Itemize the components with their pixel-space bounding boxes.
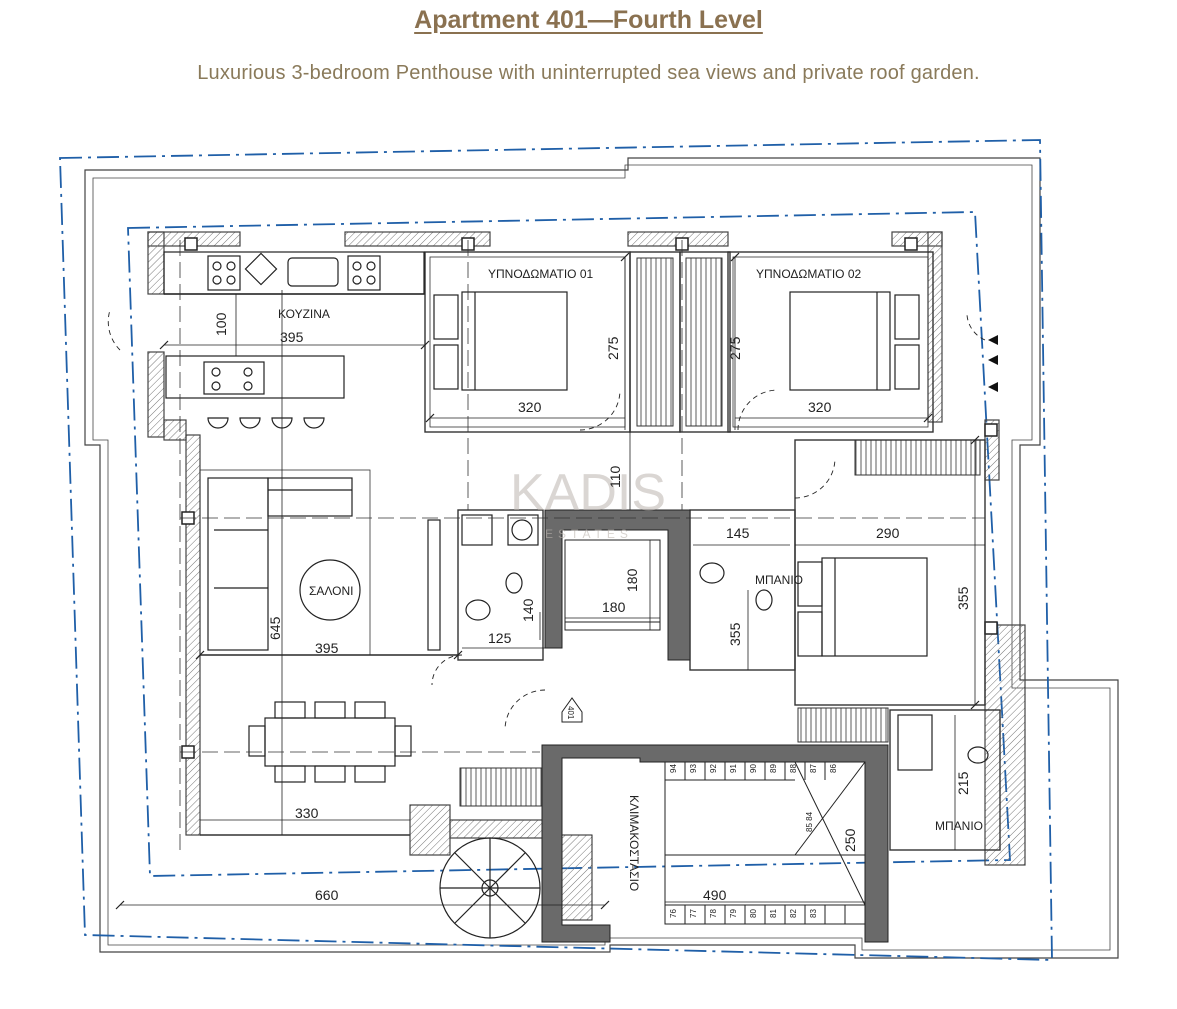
step-label: 92 <box>709 764 718 773</box>
page-subtitle: Luxurious 3-bedroom Penthouse with unint… <box>197 62 980 84</box>
dim-275-bed2: 275 <box>727 336 743 360</box>
step-label: 90 <box>749 764 758 773</box>
step-label: 82 <box>789 909 798 918</box>
room-label-bath-1: ΜΠΑΝΙΟ <box>755 573 803 587</box>
dimension-lines <box>120 257 985 906</box>
dim-110: 110 <box>607 465 623 488</box>
sofa <box>207 477 441 651</box>
dim-100: 100 <box>213 312 229 336</box>
step-label: 87 <box>809 764 818 773</box>
kitchen-counter <box>163 251 425 399</box>
dim-250: 250 <box>842 828 858 852</box>
grid-lines <box>179 240 985 855</box>
step-label: 91 <box>729 764 738 773</box>
page-title: Apartment 401—Fourth Level <box>414 6 763 34</box>
dim-490: 490 <box>703 887 727 903</box>
step-label: 76 <box>669 909 678 918</box>
dim-180-horizontal: 180 <box>602 599 626 615</box>
room-label-bedroom-1: ΥΠΝΟΔΩΜΑΤΙΟ 01 <box>488 267 594 281</box>
entry-arrows <box>988 335 998 392</box>
room-label-kitchen: ΚΟΥΖΙΝΑ <box>278 307 330 321</box>
dim-140: 140 <box>520 598 536 622</box>
dim-320-bed2: 320 <box>808 399 832 415</box>
elevator-core <box>544 509 691 661</box>
dim-330: 330 <box>295 805 319 821</box>
watermark-brand: KADIS <box>510 464 666 522</box>
step-label: 77 <box>689 909 698 918</box>
elevator-tag: 401 <box>561 697 583 723</box>
dim-275-bed1: 275 <box>605 336 621 360</box>
dim-320-bed1: 320 <box>518 399 542 415</box>
watermark-sub: ESTATES <box>545 527 633 541</box>
step-label: 88 <box>789 764 798 773</box>
step-label: 83 <box>809 909 818 918</box>
exterior-walls <box>147 231 1026 866</box>
dim-660: 660 <box>315 887 339 903</box>
dim-290: 290 <box>876 525 900 541</box>
dim-645: 645 <box>267 616 283 640</box>
beds <box>433 291 928 657</box>
dim-355-bed3: 355 <box>955 586 971 610</box>
dim-395-kitchen: 395 <box>280 329 304 345</box>
step-label: 89 <box>769 764 778 773</box>
step-label: 93 <box>689 764 698 773</box>
stair-landing-label: 85 84 <box>805 811 814 832</box>
dimension-ticks <box>115 252 980 910</box>
bar-stools <box>207 417 325 429</box>
dim-215: 215 <box>955 771 971 795</box>
dining-table <box>248 701 412 783</box>
room-label-bedroom-2: ΥΠΝΟΔΩΜΑΤΙΟ 02 <box>756 267 862 281</box>
stair-step-numbers: 94 93 92 91 90 89 88 87 86 76 77 78 79 8… <box>669 764 838 918</box>
terrace-outline <box>84 157 1119 959</box>
room-label-stairs: ΚΛΙΜΑΚΟΣΤΑΣΙΟ <box>627 795 641 891</box>
dim-355-bath: 355 <box>727 622 743 646</box>
dim-125: 125 <box>488 630 512 646</box>
step-label: 78 <box>709 909 718 918</box>
bathroom-fixtures <box>461 514 989 771</box>
wardrobes <box>459 257 981 807</box>
room-label-living: ΣΑΛΟΝΙ <box>309 584 354 598</box>
step-label: 80 <box>749 909 758 918</box>
elevator-tag-label: 401 <box>566 706 575 720</box>
step-label: 94 <box>669 764 678 773</box>
dim-180-vertical: 180 <box>624 568 640 592</box>
dim-395-living: 395 <box>315 640 339 656</box>
room-label-bath-2: ΜΠΑΝΙΟ <box>935 819 983 833</box>
elevator-cab <box>564 539 661 631</box>
spiral-stair <box>439 837 541 939</box>
step-label: 86 <box>829 764 838 773</box>
step-label: 79 <box>729 909 738 918</box>
dim-145: 145 <box>726 525 750 541</box>
step-label: 81 <box>769 909 778 918</box>
stair-core <box>541 744 889 943</box>
staircase <box>561 761 866 925</box>
